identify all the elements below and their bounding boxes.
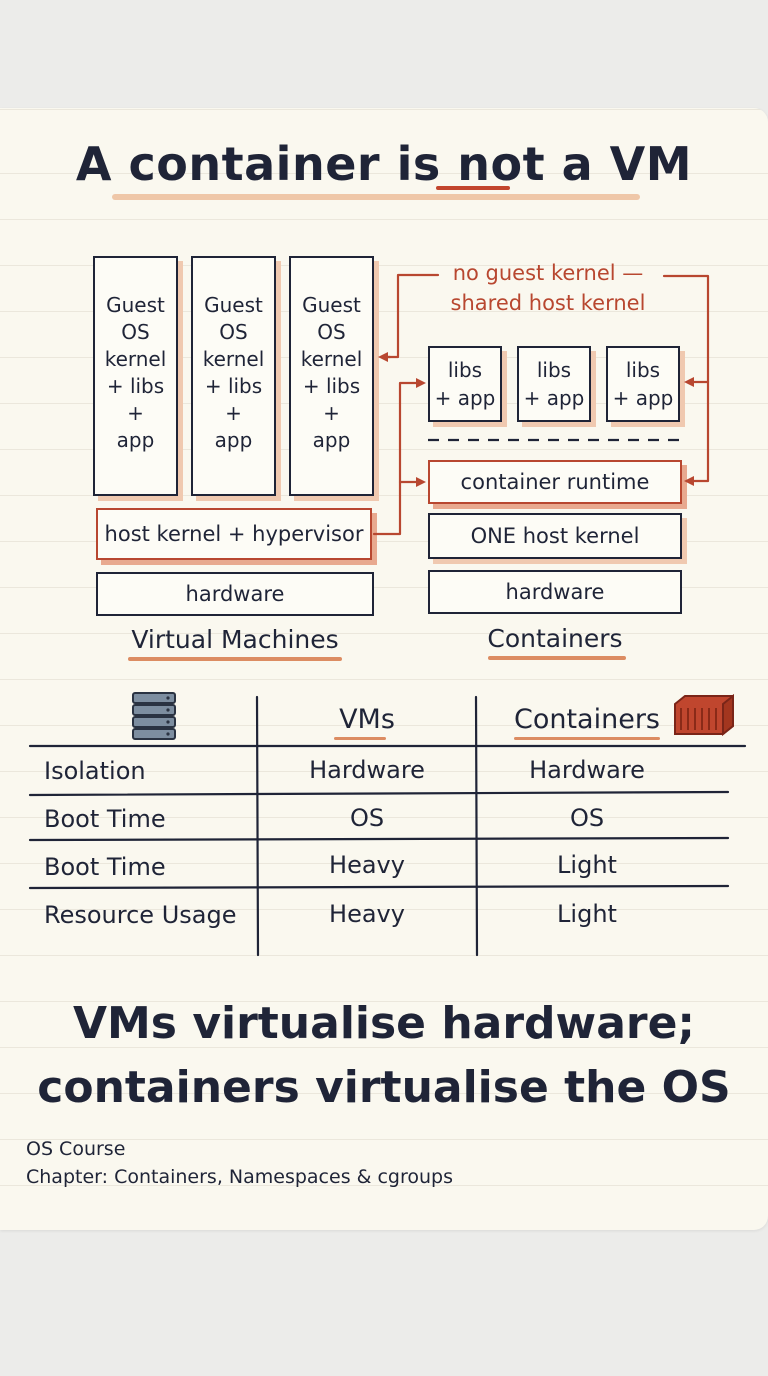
container-runtime-layer: container runtime bbox=[428, 460, 682, 504]
annotation-arrow-to-runtime bbox=[662, 274, 710, 483]
container-host-kernel: ONE host kernel bbox=[428, 513, 682, 559]
container-label-underline bbox=[488, 656, 626, 660]
vm-guest-line: Guest bbox=[106, 293, 165, 317]
vm-guest-line: Guest bbox=[302, 293, 361, 317]
footer-chapter: Chapter: Containers, Namespaces & cgroup… bbox=[26, 1166, 454, 1188]
vm-guest-text: Guest OS kernel + libs + app bbox=[99, 292, 172, 454]
hypervisor-arrow-to-apps bbox=[372, 381, 424, 536]
cell-vms: Heavy bbox=[329, 851, 405, 879]
cell-vms: Hardware bbox=[309, 756, 425, 784]
arrowhead bbox=[416, 378, 426, 388]
row-label: Isolation bbox=[44, 757, 146, 785]
container-section-label: Containers bbox=[487, 624, 623, 653]
title-text-before: A container is bbox=[75, 137, 458, 191]
vm-section-label: Virtual Machines bbox=[131, 625, 339, 654]
vm-guest-line: Guest bbox=[204, 293, 263, 317]
table-header-containers: Containers bbox=[513, 704, 660, 735]
vm-guest-line: OS bbox=[219, 320, 248, 344]
vm-host-kernel-label: host kernel + hypervisor bbox=[104, 522, 364, 546]
arrowhead bbox=[378, 352, 388, 362]
annotation-line: no guest kernel — bbox=[452, 261, 644, 285]
cell-vms: Heavy bbox=[329, 900, 405, 928]
container-app-line: + app bbox=[612, 386, 674, 410]
vm-guest-line: kernel bbox=[300, 347, 363, 371]
annotation-note: no guest kernel — shared host kernel bbox=[436, 258, 660, 318]
vm-guest-box: Guest OS kernel + libs + app bbox=[289, 256, 374, 496]
title-text-after: a VM bbox=[545, 137, 693, 191]
title-emphasis: not bbox=[457, 137, 546, 191]
vm-guest-line: app bbox=[312, 428, 351, 452]
page-title: A container is not a VM bbox=[0, 137, 768, 191]
diagram-connectors bbox=[372, 273, 710, 536]
vm-guest-text: Guest OS kernel + libs + app bbox=[197, 292, 270, 454]
vm-guest-line: OS bbox=[317, 320, 346, 344]
server-rack-icon bbox=[132, 692, 176, 740]
vm-guest-line: app bbox=[214, 428, 253, 452]
vm-host-kernel-hypervisor: host kernel + hypervisor bbox=[96, 508, 372, 560]
cell-containers: Light bbox=[557, 900, 617, 928]
header-containers-underline bbox=[514, 737, 660, 740]
vm-guest-line: + libs + bbox=[204, 374, 263, 425]
container-hardware-label: hardware bbox=[505, 580, 605, 604]
container-app-box: libs + app bbox=[428, 346, 502, 422]
row-label: Resource Usage bbox=[44, 901, 237, 929]
takeaway-statement: VMs virtualise hardware; containers virt… bbox=[0, 992, 768, 1120]
vm-guest-line: + libs + bbox=[302, 374, 361, 425]
container-app-text: libs + app bbox=[524, 356, 585, 412]
vm-guest-line: OS bbox=[121, 320, 150, 344]
cell-vms: OS bbox=[349, 804, 385, 832]
vm-hardware: hardware bbox=[96, 572, 374, 616]
footer-course: OS Course bbox=[26, 1138, 126, 1160]
vm-guest-line: + libs + bbox=[106, 374, 165, 425]
container-app-text: libs + app bbox=[435, 356, 496, 412]
cell-containers: Hardware bbox=[529, 756, 645, 784]
row-label: Boot Time bbox=[44, 805, 166, 833]
vm-guest-line: kernel bbox=[104, 347, 167, 371]
container-app-line: libs bbox=[625, 358, 661, 382]
vm-hardware-label: hardware bbox=[185, 582, 285, 606]
container-app-line: + app bbox=[434, 386, 496, 410]
cell-containers: Light bbox=[557, 851, 617, 879]
table-header-vms: VMs bbox=[339, 704, 395, 735]
takeaway-line: VMs virtualise hardware; bbox=[72, 998, 696, 1049]
container-host-kernel-label: ONE host kernel bbox=[470, 524, 640, 548]
header-vms-underline bbox=[334, 737, 386, 740]
vm-guest-line: app bbox=[116, 428, 155, 452]
vm-guest-box: Guest OS kernel + libs + app bbox=[93, 256, 178, 496]
container-app-text: libs + app bbox=[613, 356, 674, 412]
container-app-line: + app bbox=[523, 386, 585, 410]
vm-label-underline bbox=[128, 657, 342, 661]
arrowhead bbox=[684, 476, 694, 486]
row-label: Boot Time bbox=[44, 853, 166, 881]
container-runtime-label: container runtime bbox=[460, 470, 650, 494]
container-app-box: libs + app bbox=[606, 346, 680, 422]
takeaway-line: containers virtualise the OS bbox=[37, 1062, 731, 1113]
vm-guest-box: Guest OS kernel + libs + app bbox=[191, 256, 276, 496]
comparison-table-grid bbox=[28, 692, 747, 957]
title-underline bbox=[112, 194, 640, 200]
shipping-container-icon bbox=[674, 693, 734, 737]
emphasis-underline bbox=[436, 186, 510, 190]
vm-guest-line: kernel bbox=[202, 347, 265, 371]
container-hardware: hardware bbox=[428, 570, 682, 614]
container-app-line: libs bbox=[447, 358, 483, 382]
container-app-line: libs bbox=[536, 358, 572, 382]
arrowhead bbox=[416, 477, 426, 487]
vm-guest-text: Guest OS kernel + libs + app bbox=[295, 292, 368, 454]
arrowhead bbox=[684, 377, 694, 387]
container-app-box: libs + app bbox=[517, 346, 591, 422]
annotation-line: shared host kernel bbox=[450, 291, 646, 315]
cell-containers: OS bbox=[569, 804, 605, 832]
